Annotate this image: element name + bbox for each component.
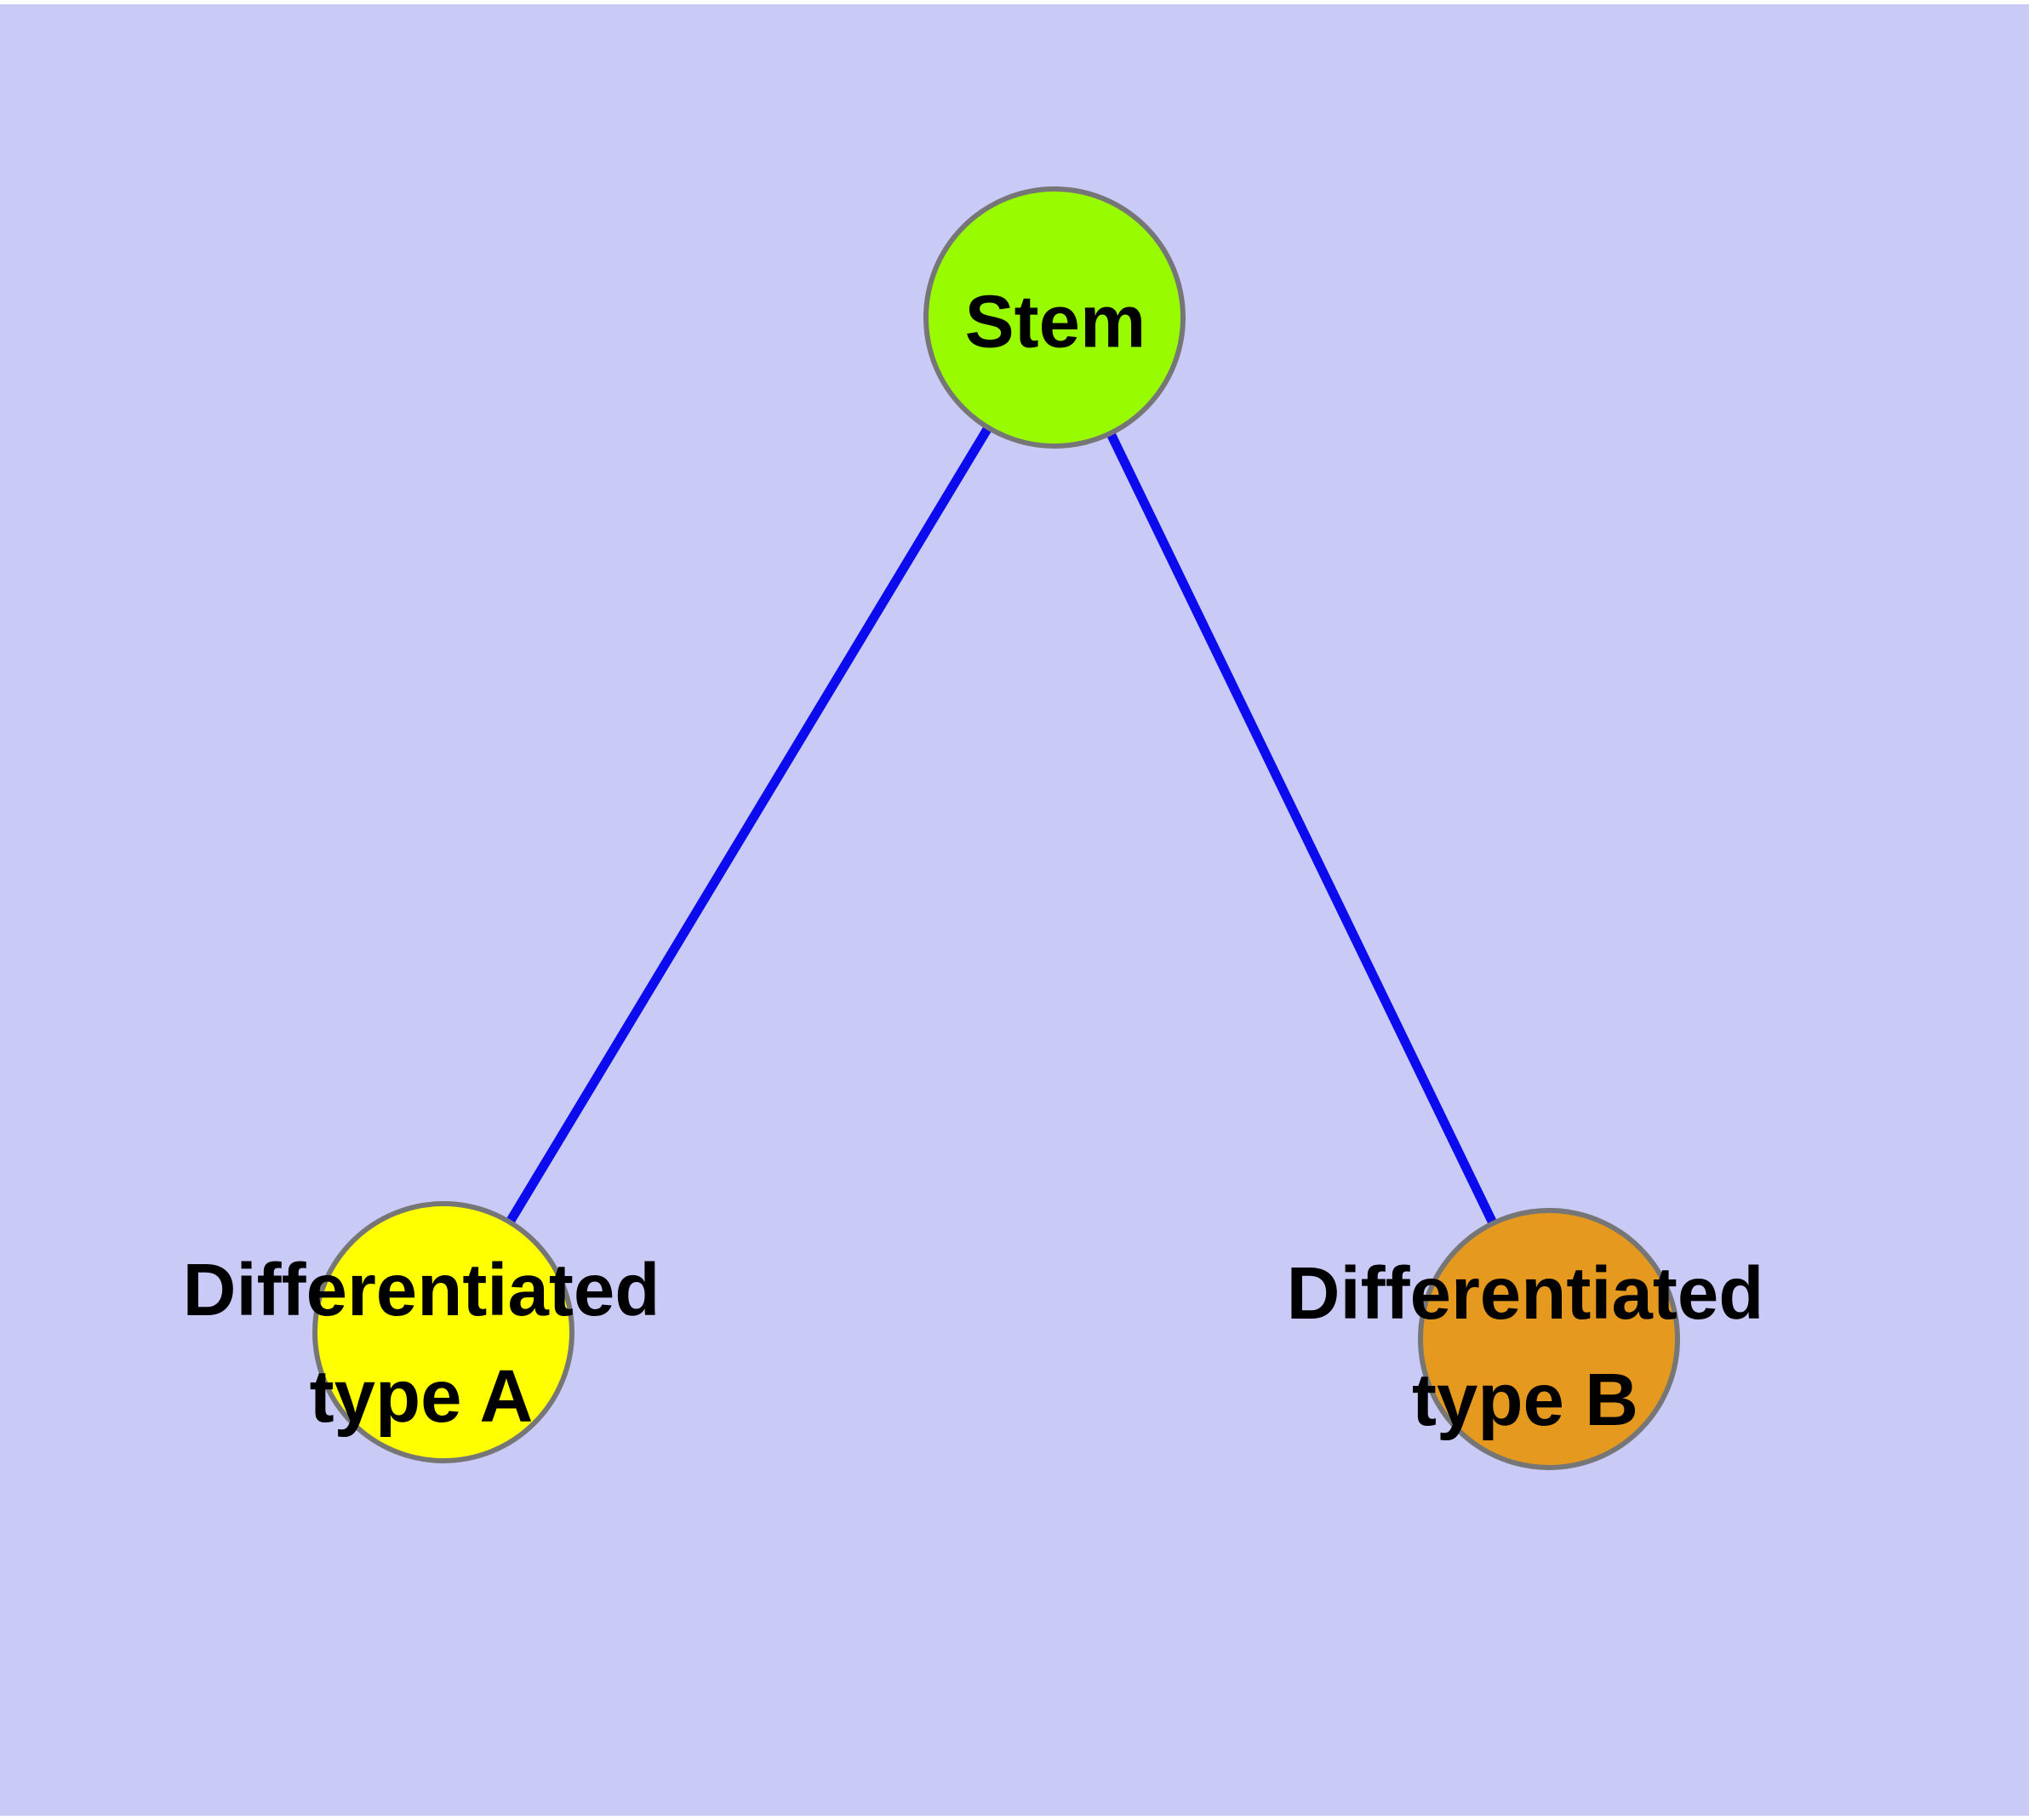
node-type-a-label: Differentiated type A xyxy=(182,1249,660,1438)
node-type-b-label: Differentiated type B xyxy=(1286,1252,1764,1441)
edge-stem-to-type-b xyxy=(1050,315,1553,1342)
node-type-a-circle xyxy=(312,1201,574,1463)
node-type-b-circle xyxy=(1418,1208,1680,1470)
node-stem-label: Stem xyxy=(964,280,1146,363)
edge-stem-to-type-a xyxy=(439,315,1059,1335)
node-stem-circle xyxy=(923,186,1186,449)
